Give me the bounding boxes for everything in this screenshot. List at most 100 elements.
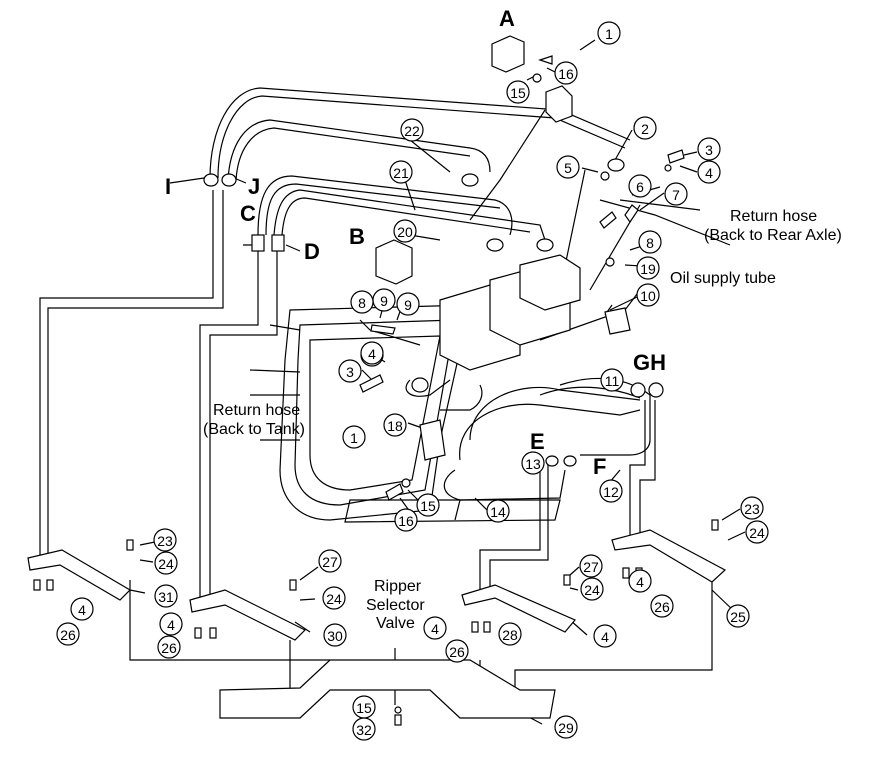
callout-4: 4: [593, 624, 617, 648]
fitting-j: [221, 173, 237, 187]
callout-number: 24: [584, 582, 600, 598]
callout-32: 32: [352, 717, 376, 741]
bracket-30: [189, 589, 307, 641]
letter-e: E: [530, 429, 545, 454]
callout-4: 4: [628, 569, 652, 593]
callout-number: 1: [605, 26, 613, 42]
fitting-22: [461, 173, 479, 187]
fitting-2: [607, 158, 625, 172]
callout-15: 15: [352, 695, 376, 719]
callout-29: 29: [554, 715, 578, 739]
callout-27: 27: [318, 549, 342, 573]
fitting-4: [411, 377, 429, 393]
callout-12: 12: [599, 479, 623, 503]
callout-number: 15: [356, 700, 372, 716]
note-return-rear-line2: (Back to Rear Axle): [704, 227, 842, 244]
callout-9: 9: [396, 292, 420, 316]
block-a-fitting: [545, 85, 573, 123]
callout-18: 18: [383, 413, 407, 437]
callout-22: 22: [400, 118, 424, 142]
callout-number: 4: [167, 617, 175, 633]
callout-number: 9: [404, 297, 412, 313]
callout-number: 24: [749, 525, 765, 541]
callout-number: 26: [654, 599, 670, 615]
note-oil-supply: Oil supply tube: [670, 270, 776, 287]
washer-15-top: [532, 73, 542, 83]
bracket-28: [461, 584, 576, 633]
fitting-i: [203, 173, 219, 187]
bolt-16-top: [538, 55, 553, 65]
callout-number: 25: [730, 609, 746, 625]
callout-26: 26: [650, 594, 674, 618]
callout-number: 30: [327, 628, 343, 644]
callout-number: 8: [646, 235, 654, 251]
bracket-29: [219, 659, 556, 719]
callout-4: 4: [423, 616, 447, 640]
block-a: [491, 35, 525, 73]
callout-19: 19: [636, 256, 660, 280]
callout-number: 6: [636, 179, 644, 195]
letter-j: J: [248, 174, 260, 199]
callout-6: 6: [628, 174, 652, 198]
bolt-3-top: [667, 149, 685, 164]
callout-number: 8: [358, 295, 366, 311]
callout-number: 13: [525, 456, 541, 472]
callout-number: 18: [387, 418, 403, 434]
valve-body-top: [519, 254, 581, 311]
connection-letters: A I J C D B E F GH: [165, 6, 666, 479]
brackets: [27, 519, 727, 726]
callout-30: 30: [323, 623, 347, 647]
callout-10: 10: [636, 283, 660, 307]
callout-number: 2: [641, 121, 649, 137]
block-b: [375, 239, 413, 285]
callout-number: 23: [157, 533, 173, 549]
callout-16: 16: [394, 508, 418, 532]
bracket-31: [27, 549, 131, 601]
callout-24: 24: [580, 577, 604, 601]
fitting-d: [271, 234, 285, 252]
callout-28: 28: [498, 622, 522, 646]
callout-3: 3: [697, 137, 721, 161]
callout-23: 23: [153, 528, 177, 552]
callout-number: 4: [601, 629, 609, 645]
bolt-3-mid: [359, 374, 384, 393]
bolt-16-low: [385, 483, 404, 501]
washer-4-top: [664, 164, 672, 172]
callout-11: 11: [600, 368, 624, 392]
callout-24: 24: [322, 586, 346, 610]
callout-number: 4: [431, 621, 439, 637]
note-ripper-line1: Ripper: [374, 578, 422, 595]
fitting-20: [486, 238, 504, 252]
callout-number: 4: [78, 602, 86, 618]
callout-27: 27: [579, 554, 603, 578]
valve-fitting-8: [370, 324, 396, 335]
callout-number: 4: [636, 574, 644, 590]
fitting-6: [624, 204, 639, 224]
letter-f: F: [593, 454, 606, 479]
callout-16: 16: [554, 61, 578, 85]
callout-8: 8: [638, 230, 662, 254]
callout-number: 26: [449, 644, 465, 660]
callout-1: 1: [342, 425, 366, 449]
callout-23: 23: [740, 496, 764, 520]
fitting-g: [630, 382, 646, 398]
callout-21: 21: [389, 160, 413, 184]
callout-number: 24: [158, 556, 174, 572]
callout-number: 5: [564, 160, 572, 176]
callout-number: 11: [605, 373, 620, 389]
callout-number: 28: [502, 627, 518, 643]
note-ripper-line3: Valve: [376, 615, 415, 632]
annotations: Return hose (Back to Rear Axle) Oil supp…: [203, 208, 842, 632]
callout-15: 15: [416, 493, 440, 517]
callout-2: 2: [633, 116, 657, 140]
fitting-7: [599, 211, 617, 229]
callout-number: 27: [583, 559, 599, 575]
note-return-rear-line1: Return hose: [730, 208, 817, 225]
callout-31: 31: [154, 584, 178, 608]
callout-number: 3: [705, 142, 713, 158]
callout-number: 29: [558, 720, 574, 736]
callout-number: 14: [490, 504, 506, 520]
callout-number: 26: [60, 627, 76, 643]
